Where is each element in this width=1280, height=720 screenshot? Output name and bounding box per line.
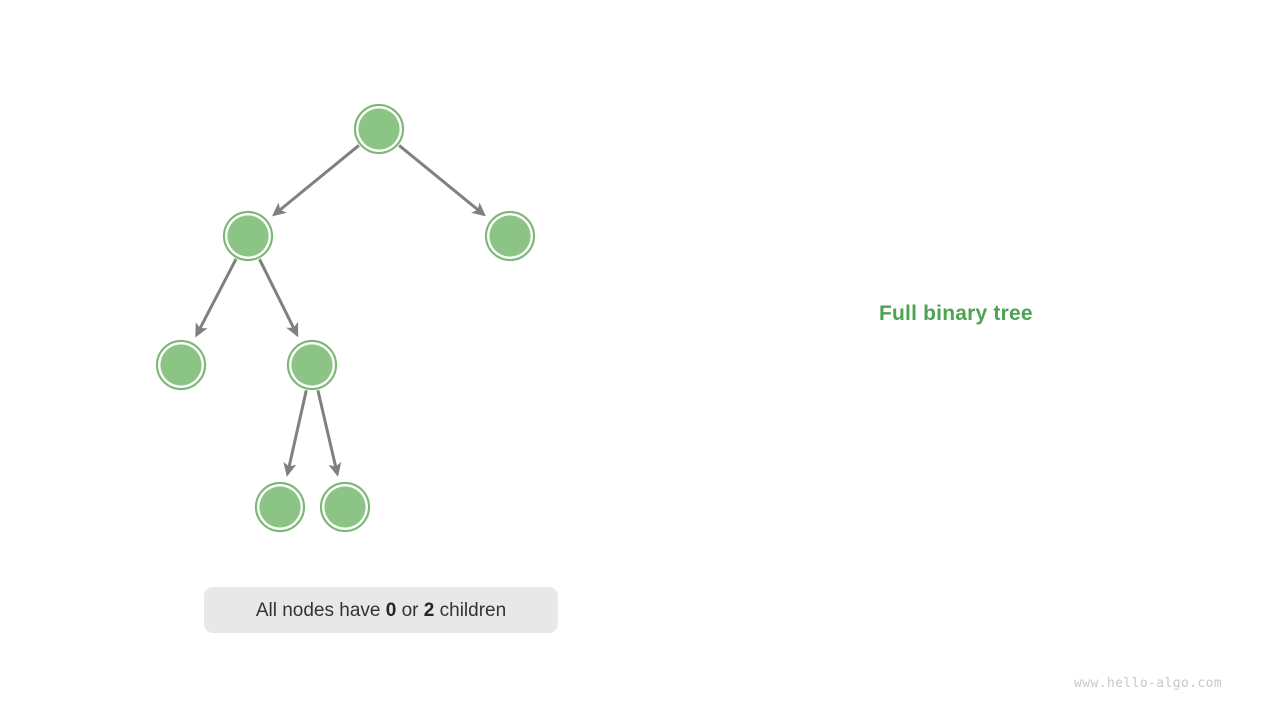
tree-node[interactable] bbox=[254, 481, 306, 533]
tree-node[interactable] bbox=[353, 103, 405, 155]
tree-node-gap bbox=[356, 106, 402, 152]
tree-edge bbox=[195, 258, 238, 338]
tree-node-gap bbox=[225, 213, 271, 259]
caption-bold-first: 0 bbox=[385, 599, 397, 621]
tree-edge bbox=[258, 258, 299, 338]
tree-node-fill bbox=[324, 486, 366, 528]
tree-node[interactable] bbox=[155, 339, 207, 391]
tree-node-gap bbox=[289, 342, 335, 388]
tree-node-gap bbox=[322, 484, 368, 530]
tree-node-ring bbox=[155, 339, 207, 391]
tree-node-ring bbox=[286, 339, 338, 391]
caption-suffix: children bbox=[434, 599, 507, 621]
tree-node[interactable] bbox=[222, 210, 274, 262]
tree-node-gap bbox=[487, 213, 533, 259]
tree-node-gap bbox=[257, 484, 303, 530]
tree-node-fill bbox=[259, 486, 301, 528]
tree-node-ring bbox=[319, 481, 371, 533]
tree-node-fill bbox=[227, 215, 269, 257]
tree-node-fill bbox=[160, 344, 202, 386]
tree-node[interactable] bbox=[319, 481, 371, 533]
caption-prefix: All nodes have bbox=[255, 599, 386, 621]
caption-box: All nodes have 0 or 2 children bbox=[204, 587, 558, 633]
tree-node-fill bbox=[358, 108, 400, 150]
tree-node-fill bbox=[291, 344, 333, 386]
tree-node-ring bbox=[254, 481, 306, 533]
watermark: www.hello-algo.com bbox=[1074, 676, 1223, 691]
tree-node-ring bbox=[484, 210, 536, 262]
tree-node-ring bbox=[222, 210, 274, 262]
caption-text: All nodes have 0 or 2 children bbox=[256, 601, 506, 620]
edge-layer bbox=[195, 144, 486, 477]
tree-node-ring bbox=[353, 103, 405, 155]
tree-edge bbox=[316, 389, 342, 477]
page-title: Full binary tree bbox=[879, 302, 1033, 325]
caption-bold-second: 2 bbox=[423, 599, 435, 621]
tree-node[interactable] bbox=[286, 339, 338, 391]
caption-middle: or bbox=[396, 599, 424, 621]
tree-node[interactable] bbox=[484, 210, 536, 262]
tree-edge bbox=[283, 390, 308, 477]
tree-node-fill bbox=[489, 215, 531, 257]
tree-edge bbox=[272, 144, 360, 217]
node-layer bbox=[155, 103, 536, 533]
tree-node-gap bbox=[158, 342, 204, 388]
tree-edge bbox=[398, 144, 486, 217]
